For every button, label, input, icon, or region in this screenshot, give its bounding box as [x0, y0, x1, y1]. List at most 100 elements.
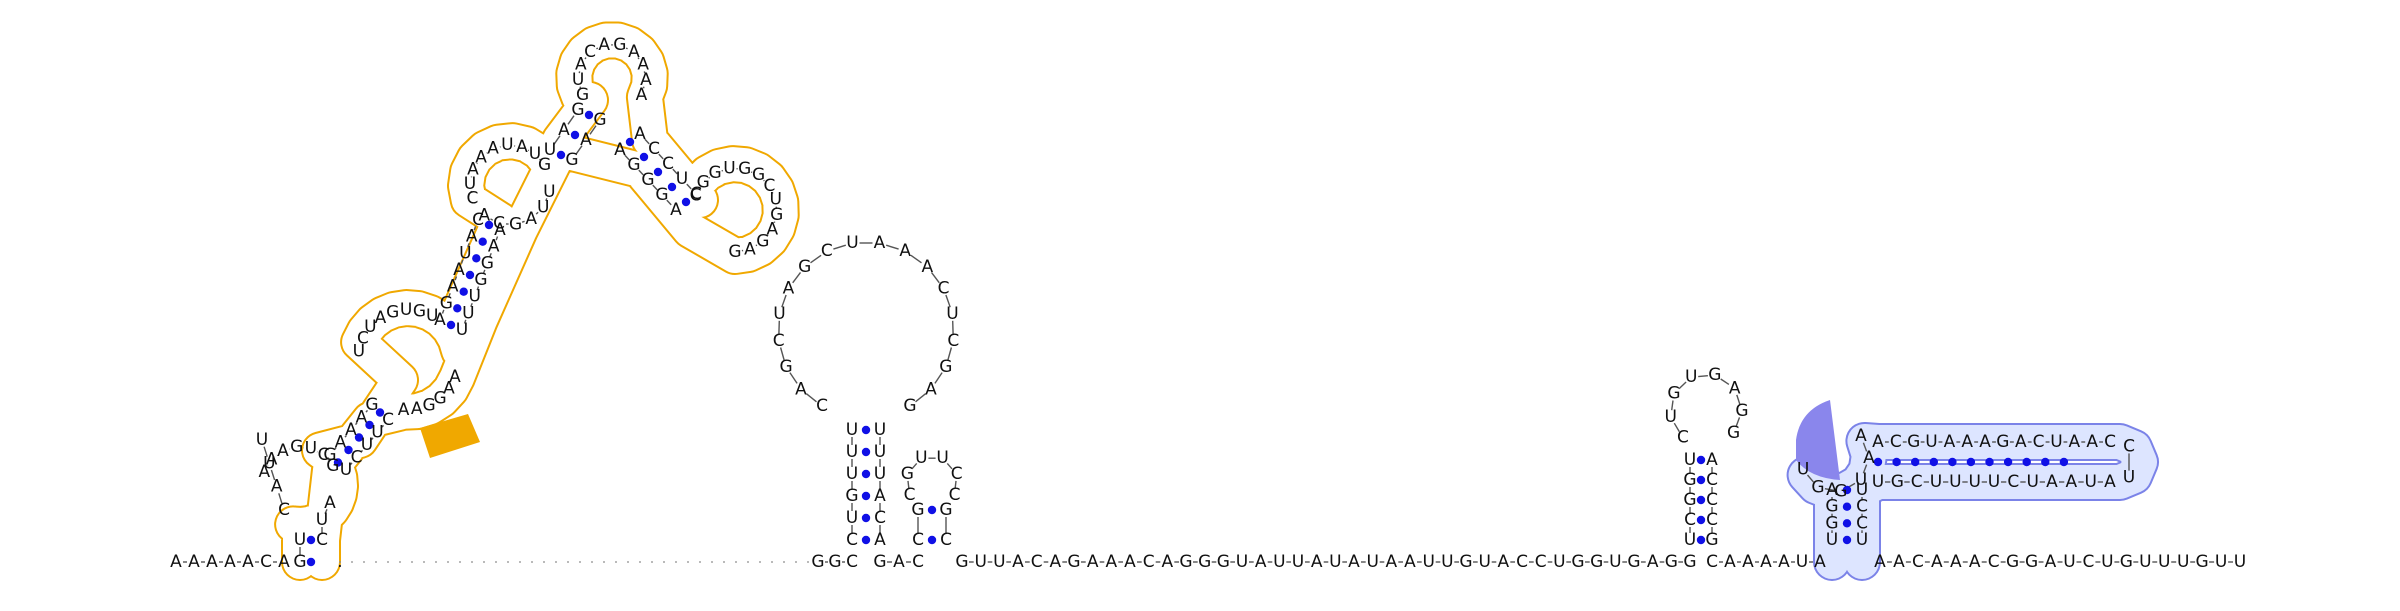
base-pair-dot-long-hairpin-stem [1842, 519, 1852, 528]
nucleotide-long-hairpin-top: C [1890, 432, 1902, 452]
nucleotide-upper-loop-left: A [487, 139, 499, 159]
backbone-link [596, 47, 599, 50]
nucleotide-linker-3: A [1724, 552, 1736, 572]
nucleotide-long-hairpin-bottom: A [2046, 472, 2058, 492]
backbone-link [781, 294, 787, 308]
nucleotide-long-hairpin-top: G [1907, 432, 1920, 452]
base-pair-dot-middle-stem [861, 513, 871, 523]
nucleotide-middle-stem-3p: A [874, 486, 886, 506]
base-pair-dot-stem5 [653, 167, 663, 177]
nucleotide-linker-2: U [993, 552, 1005, 572]
nucleotide-stem5-5p: A [614, 140, 626, 160]
nucleotide-middle-stem-5p: U [846, 420, 858, 440]
nucleotide-stem4-5p: A [558, 120, 570, 140]
dashed-backbone-dot [579, 561, 581, 563]
backbone-link [763, 179, 765, 182]
nucleotide-linker-2: U [1292, 552, 1304, 572]
nucleotide-long-hairpin-stem-3p: C [1856, 497, 1868, 517]
backbone-link [467, 242, 470, 248]
base-pair-dot-right-small-stem [1696, 515, 1706, 525]
nucleotide-long-hairpin-bottom: A [2104, 472, 2116, 492]
nucleotide-long-hairpin-bottom: C [1911, 472, 1923, 492]
nucleotide-right-hairpin: A [766, 219, 778, 239]
nucleotide-middle-stem-3p: U [874, 464, 886, 484]
nucleotide-stem3-3p: A [494, 220, 506, 240]
nucleotide-long-hairpin-top: C [2104, 432, 2116, 452]
nucleotide-linker-2: U [974, 552, 986, 572]
nucleotide-middle-stem-3p: U [874, 420, 886, 440]
domain-1-halo-outline [274, 21, 800, 581]
base-pair-dot-stem4 [584, 110, 594, 120]
nucleotide-three-prime-tail: C [1912, 552, 1924, 572]
nucleotide-right-hairpin: G [728, 242, 741, 262]
base-pair-dot-right-small-stem [1696, 475, 1706, 485]
backbone-link [473, 226, 477, 231]
nucleotide-long-hairpin-left-loop: A [1863, 448, 1875, 468]
nucleotide-stem3-5p: U [459, 243, 471, 263]
nucleotide-three-prime-tail: G [2196, 552, 2209, 572]
nucleotide-three-prime-tail: A [1931, 552, 1943, 572]
dashed-backbone-dot [435, 561, 437, 563]
nucleotide-small-hairpin-3p: C [940, 530, 952, 550]
nucleotide-middle-hairpin-loop: A [783, 278, 795, 298]
backbone-link [946, 462, 953, 470]
nucleotide-right-small-stem-5p: U [1684, 530, 1696, 550]
dashed-backbone-dot [375, 561, 377, 563]
backbone-link [476, 286, 480, 291]
nucleotide-linker-2: G [1590, 552, 1603, 572]
nucleotide-five-prime-tail: A [224, 552, 236, 572]
nucleotide-right-small-hairpin-loop: C [1677, 428, 1689, 448]
backbone-link [1671, 400, 1674, 411]
dashed-backbone-dot [663, 561, 665, 563]
nucleotide-stem2-5p: A [356, 408, 368, 428]
nucleotide-middle-hairpin-loop: G [798, 257, 811, 277]
nucleotide-stem5-3p: U [676, 169, 688, 189]
nucleotide-interior-loop-1: G [326, 456, 339, 476]
base-pair-dot-small-hairpin [927, 505, 937, 515]
backbone-link [1806, 474, 1815, 483]
nucleotide-stem2-3p: C [382, 410, 394, 430]
dashed-backbone-dot [543, 561, 545, 563]
nucleotide-right-small-stem-5p: U [1684, 450, 1696, 470]
dashed-backbone-dot [687, 561, 689, 563]
base-pair-dot-stem3 [472, 254, 481, 263]
nucleotide-linker-2: G [1459, 552, 1472, 572]
nucleotide-middle-stem-5p: U [846, 508, 858, 528]
nucleotide-long-hairpin-bottom: U [1988, 472, 2000, 492]
nucleotide-stem4-3p: G [565, 150, 578, 170]
nucleotide-long-hairpin-left-loop: A [1855, 426, 1867, 446]
dashed-backbone-dot [483, 561, 485, 563]
nucleotide-linker-2: A [1404, 552, 1416, 572]
nucleotide-middle-hairpin-loop: A [899, 241, 911, 261]
backbone-link [672, 168, 678, 175]
nucleotide-three-prime-tail: U [2234, 552, 2246, 572]
backbone-link [954, 480, 957, 489]
nucleotide-long-hairpin-stem-3p: U [1856, 530, 1868, 550]
nucleotide-linker-3: A [1814, 552, 1826, 572]
nucleotide-small-hairpin-loop: U [915, 448, 927, 468]
nucleotide-three-prime-tail: U [2063, 552, 2075, 572]
nucleotide-stem2-5p: A [345, 420, 357, 440]
backbone-link [482, 269, 486, 274]
nucleotide-long-hairpin-top: U [2050, 432, 2062, 452]
nucleotide-top-hairpin: A [628, 42, 640, 62]
dashed-backbone-dot [447, 561, 449, 563]
nucleotide-upper-loop-right: A [525, 209, 537, 229]
nucleotide-interior-loop-1: C [318, 445, 330, 465]
base-pair-dot-stem5 [681, 197, 691, 207]
nucleotide-linker-2: C [1143, 552, 1155, 572]
nucleotide-stem1: U [294, 530, 306, 550]
backbone-link [1673, 422, 1680, 432]
nucleotide-upper-loop-right: A [478, 206, 490, 226]
nucleotide-linker-2: G [1665, 552, 1678, 572]
nucleotide-five-prime-tail: A [206, 552, 218, 572]
nucleotide-small-hairpin-5p: C [912, 530, 924, 550]
nucleotide-interior-loop-1: A [258, 462, 270, 482]
nucleotide-right-hairpin: G [756, 231, 769, 251]
nucleotide-right-small-hairpin-loop: G [1727, 423, 1740, 443]
nucleotide-long-hairpin-top: A [1961, 432, 1973, 452]
nucleotide-three-prime-tail: U [2158, 552, 2170, 572]
nucleotide-linker-2: A [1012, 552, 1024, 572]
nucleotide-interior-loop-2: U [426, 306, 438, 326]
nucleotide-upper-loop-right: U [537, 197, 549, 217]
